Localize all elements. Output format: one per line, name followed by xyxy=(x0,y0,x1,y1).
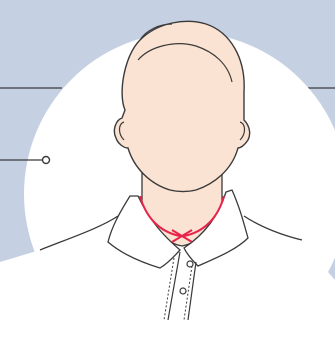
button-icon xyxy=(187,261,193,267)
leader-dot-icon xyxy=(43,157,50,164)
button-icon xyxy=(180,288,186,294)
